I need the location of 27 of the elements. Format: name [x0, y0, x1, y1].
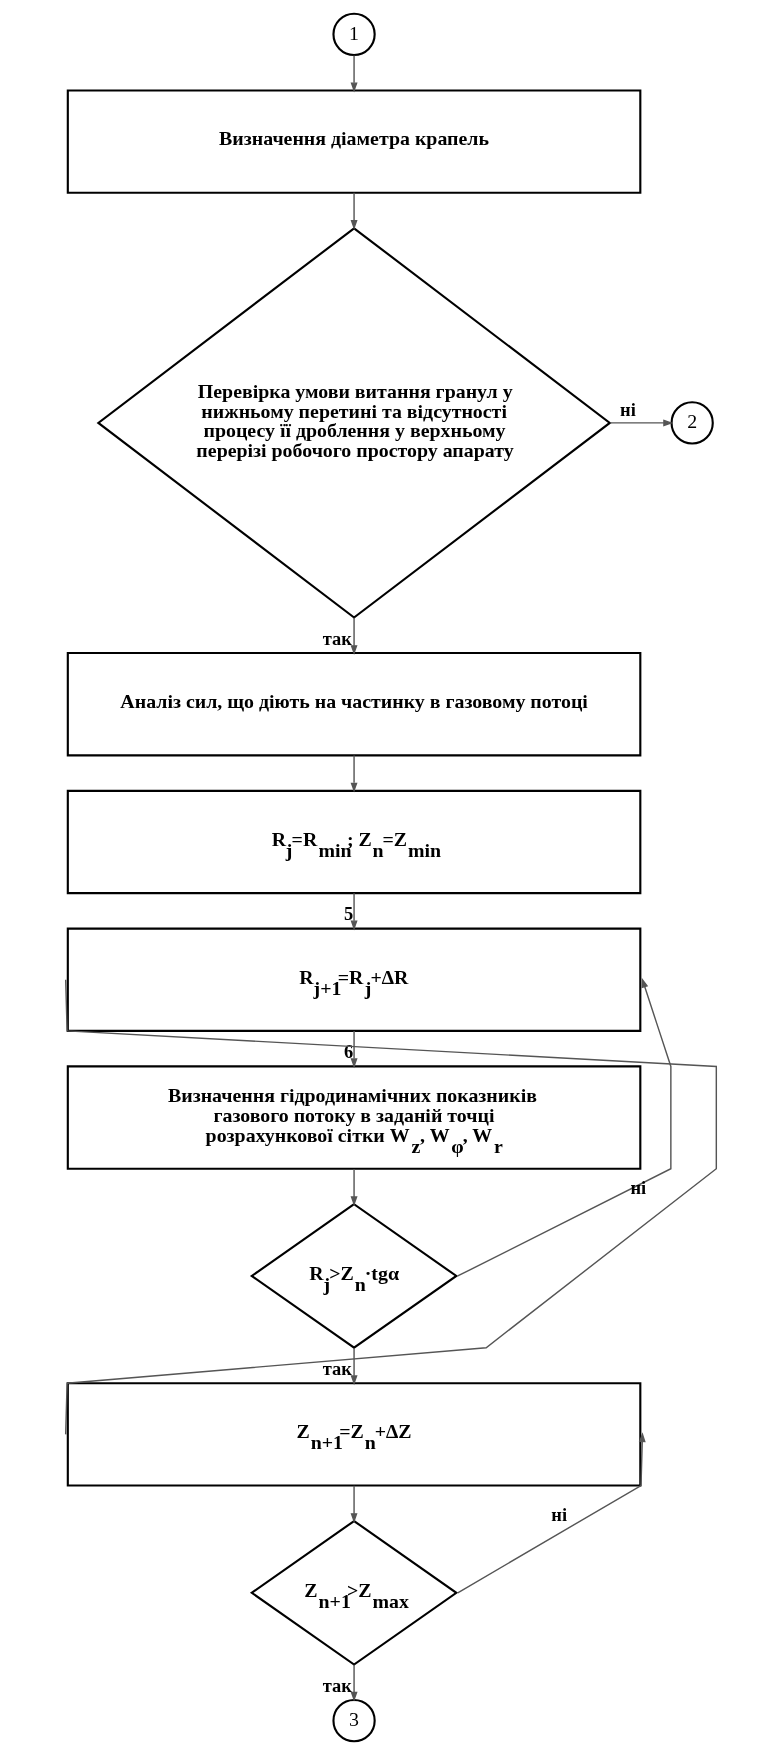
arrow [457, 1432, 646, 1594]
node-box: Визначення діаметра крапель [66, 89, 642, 194]
edge-label: 5 [344, 904, 354, 925]
node-circle: 1 [332, 12, 376, 57]
arrow [350, 1485, 358, 1524]
node-box: Аналіз сил, що діють на частинку в газовому потоці [66, 652, 642, 757]
arrow [350, 1168, 358, 1207]
edge-label: так [322, 629, 352, 650]
arrow [350, 754, 358, 793]
node-diamond: Перевірка умови витання гранул у нижньому перетині та відсутності процесу її дроблення у верхньому перерізі робочого простору апарату [96, 226, 612, 619]
arrow [609, 419, 674, 427]
edge-label: ні [551, 1505, 568, 1526]
edge-label: так [322, 1359, 352, 1380]
edge-label: так [322, 1675, 352, 1696]
edge-label: ні [620, 400, 636, 421]
node-circle: 2 [670, 401, 714, 445]
arrow [350, 892, 358, 931]
connector [64, 979, 718, 1436]
arrow [350, 1664, 358, 1702]
arrow [350, 617, 358, 656]
arrow [457, 977, 672, 1277]
arrow [350, 1347, 358, 1386]
arrow [350, 1030, 358, 1069]
arrow [350, 54, 358, 93]
node-circle: 3 [332, 1698, 376, 1743]
arrow [350, 192, 358, 230]
edge-label: 6 [344, 1042, 354, 1063]
